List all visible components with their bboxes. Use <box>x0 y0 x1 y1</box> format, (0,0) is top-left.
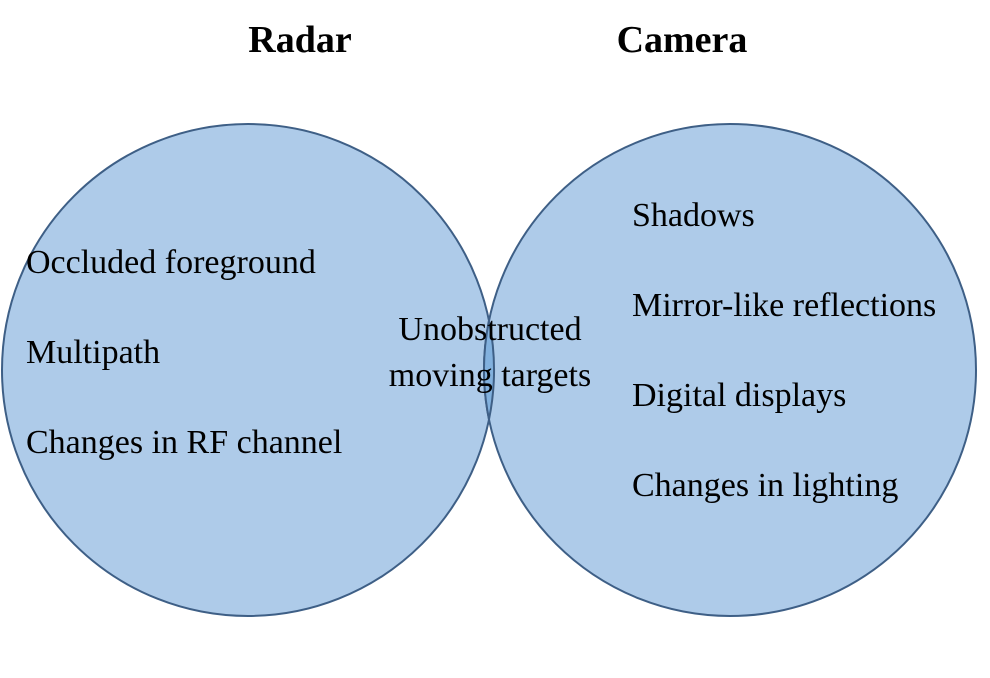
radar-title: Radar <box>248 19 352 61</box>
camera-item-mirror-reflections: Mirror-like reflections <box>632 287 936 324</box>
radar-item-occluded-foreground: Occluded foreground <box>26 244 316 281</box>
overlap-label-line-1: Unobstructed <box>398 311 581 348</box>
camera-item-shadows: Shadows <box>632 197 755 234</box>
camera-item-digital-displays: Digital displays <box>632 377 846 414</box>
overlap-label-line-2: moving targets <box>389 357 591 394</box>
camera-title: Camera <box>617 19 748 61</box>
overlap-region <box>483 320 495 420</box>
radar-item-multipath: Multipath <box>26 334 160 371</box>
radar-item-rf-channel: Changes in RF channel <box>26 424 342 461</box>
camera-item-changes-in-lighting: Changes in lighting <box>632 467 898 504</box>
